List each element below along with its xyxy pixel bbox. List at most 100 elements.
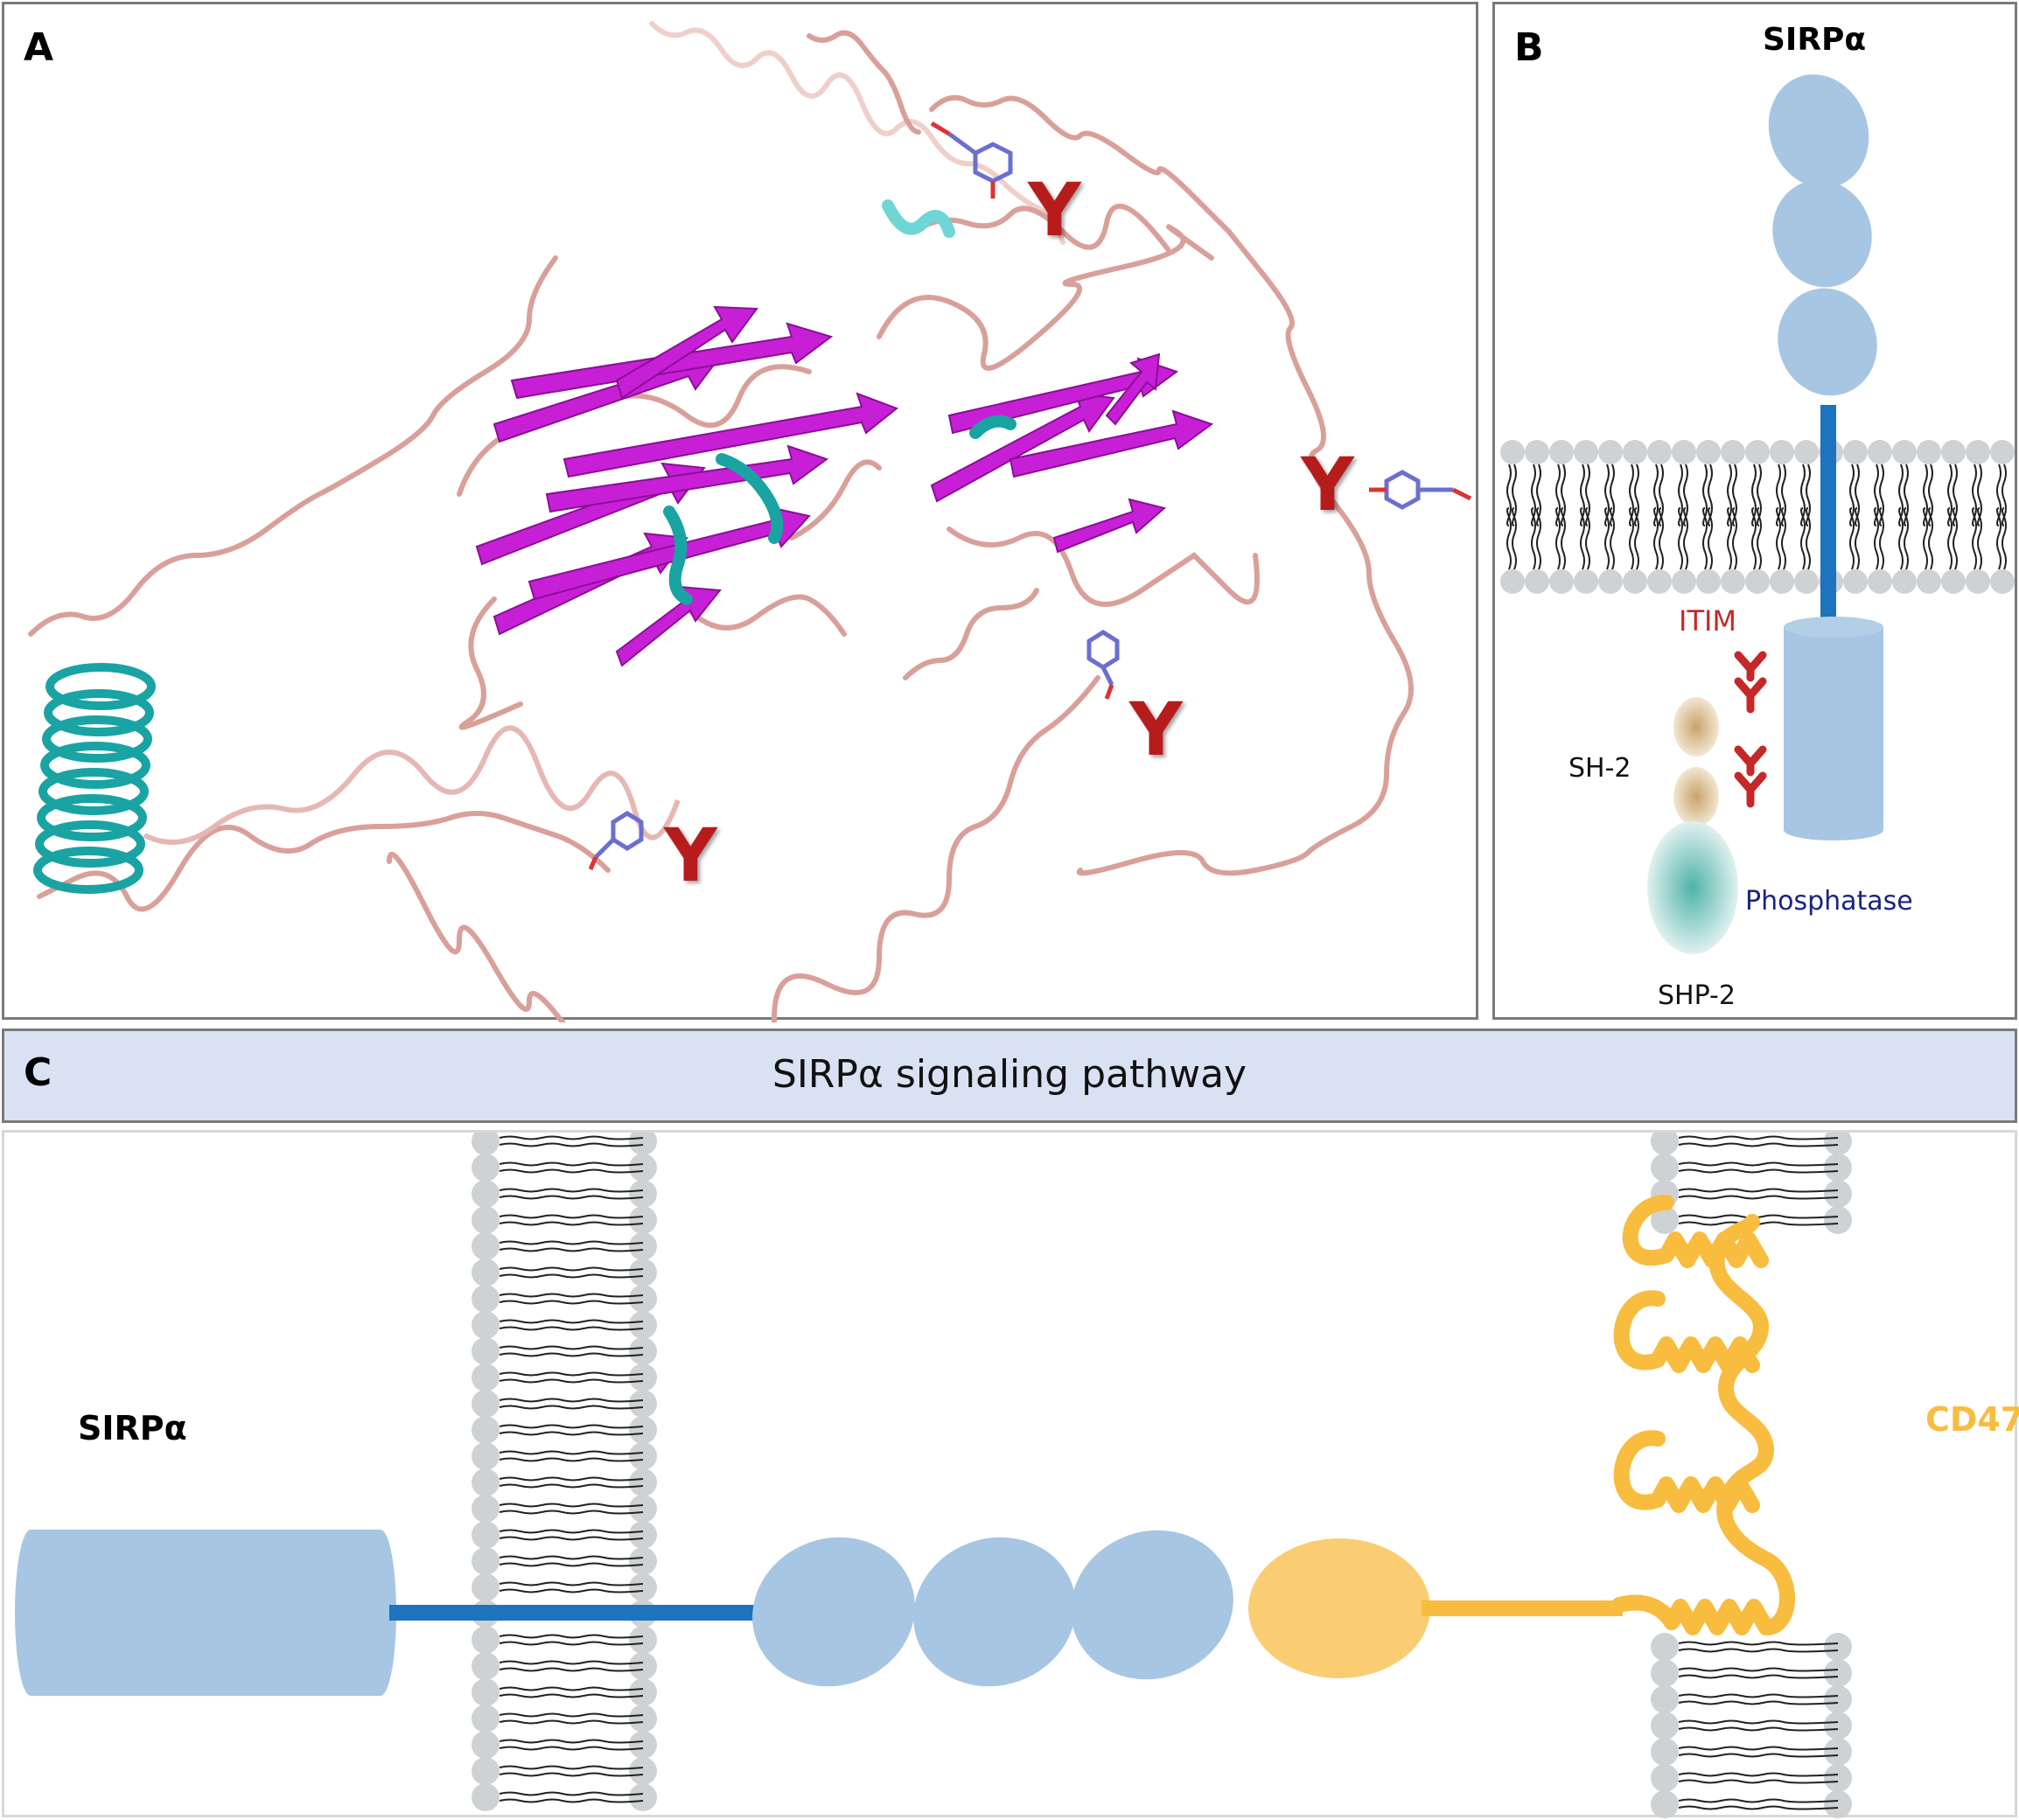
lipid-tail [1923,464,1928,526]
lipid-tail [1904,507,1909,570]
lipid-tail [499,1300,644,1305]
lipid-tail [1561,507,1566,570]
lipid-head [472,1731,500,1759]
lipid-head [629,1626,657,1654]
lipid-tail [1536,507,1541,570]
lipid-tail [499,1450,644,1455]
lipid-tail [499,1424,644,1429]
lipid-tail [1678,1195,1839,1200]
lipid-head [1824,1738,1852,1766]
lipid-tail [1653,464,1659,526]
lipid-tail [499,1686,644,1691]
transmembrane-stalk [1820,405,1836,624]
lipid-head [1941,440,1966,464]
lipid-tail [1678,1798,1839,1803]
lipid-tail [1561,464,1566,526]
lipid-tail [499,1772,644,1777]
lipid-head [629,1442,657,1470]
lipid-tail [1947,464,1953,526]
lipid-tail [499,1431,644,1436]
lipid-tail [499,1221,644,1226]
lipid-head [629,1783,657,1811]
lipid-tail [1806,507,1811,570]
panel-a-letter: A [24,25,54,70]
lipid-tail [499,1405,644,1410]
tyrosine-label-2: Y [1301,442,1354,527]
lipid-tail [1923,507,1928,570]
lipid-tail [1580,507,1585,570]
sh2-label: SH-2 [1568,753,1631,784]
lipid-head [629,1573,657,1601]
lipid-head [1990,440,2015,464]
lipid-head [1525,440,1549,464]
lipid-head [1623,440,1647,464]
lipid-tail [1702,464,1708,526]
cytoplasmic-domain [1784,617,1883,840]
cd47-label: CD47 [1925,1400,2019,1439]
lipid-head [472,1573,500,1601]
lipid-head [472,1363,500,1391]
lipid-head [1651,1633,1679,1661]
lipid-tail [1506,507,1512,570]
lipid-tail [1634,507,1639,570]
lipid-head [1651,1154,1679,1182]
lipid-tail [1727,464,1732,526]
lipid-head [1824,1154,1852,1182]
lipid-tail [499,1142,644,1147]
lipid-head [1941,569,1966,594]
lipid-tail [1800,507,1806,570]
lipid-tail [499,1765,644,1770]
lipid-head [1598,569,1623,594]
lipid-tail [1751,507,1757,570]
lipid-tail [499,1503,644,1508]
lipid-head [1549,440,1574,464]
lipid-head [1824,1206,1852,1234]
lipid-tail [499,1634,644,1639]
lipid-head [472,1206,500,1234]
lipid-head [1966,569,1990,594]
lipid-tail [1634,464,1639,526]
lipid-tail [1947,507,1953,570]
lipid-head [472,1547,500,1575]
lipid-head [472,1442,500,1470]
lipid-tail [1678,1161,1839,1167]
lipid-tail [1678,1674,1839,1679]
lipid-tail [1928,464,1933,526]
lipid-head [472,1337,500,1365]
lipid-tail [499,1510,644,1515]
lipid-tail [1580,464,1585,526]
lipid-tail [499,1798,644,1803]
lipid-tail [1678,1805,1839,1810]
lipid-tail [1555,464,1561,526]
lipid-tail [499,1581,644,1586]
lipid-head [472,1416,500,1444]
lipid-head [1794,440,1819,464]
lipid-head [1721,440,1745,464]
lipid-tail [1732,464,1737,526]
ig-domain-v [1768,74,1869,188]
lipid-tail [499,1293,644,1298]
lipid-tail [1683,507,1688,570]
lipid-head [1651,1659,1679,1687]
lipid-tail [499,1161,644,1167]
lipid-tail [1849,464,1855,526]
lipid-tail [2002,507,2007,570]
sh2-domain-1 [1673,697,1719,757]
lipid-head [1598,440,1623,464]
lipid-tail [1531,464,1536,526]
lipid-tail [1653,507,1659,570]
lipid-tail [1512,507,1517,570]
lipid-head [472,1783,500,1811]
lipid-head [1623,569,1647,594]
lipid-tail [499,1188,644,1193]
lipid-tail [1898,507,1904,570]
lipid-head [1696,569,1721,594]
lipid-tail [499,1712,644,1718]
lipid-head [629,1416,657,1444]
shp2-label: SHP-2 [1658,980,1736,1011]
lipid-tail [1776,464,1781,526]
lipid-head [1745,569,1770,594]
ig-domain-c1 [1772,179,1872,288]
lipid-head [1651,1738,1679,1766]
lipid-head [472,1259,500,1287]
